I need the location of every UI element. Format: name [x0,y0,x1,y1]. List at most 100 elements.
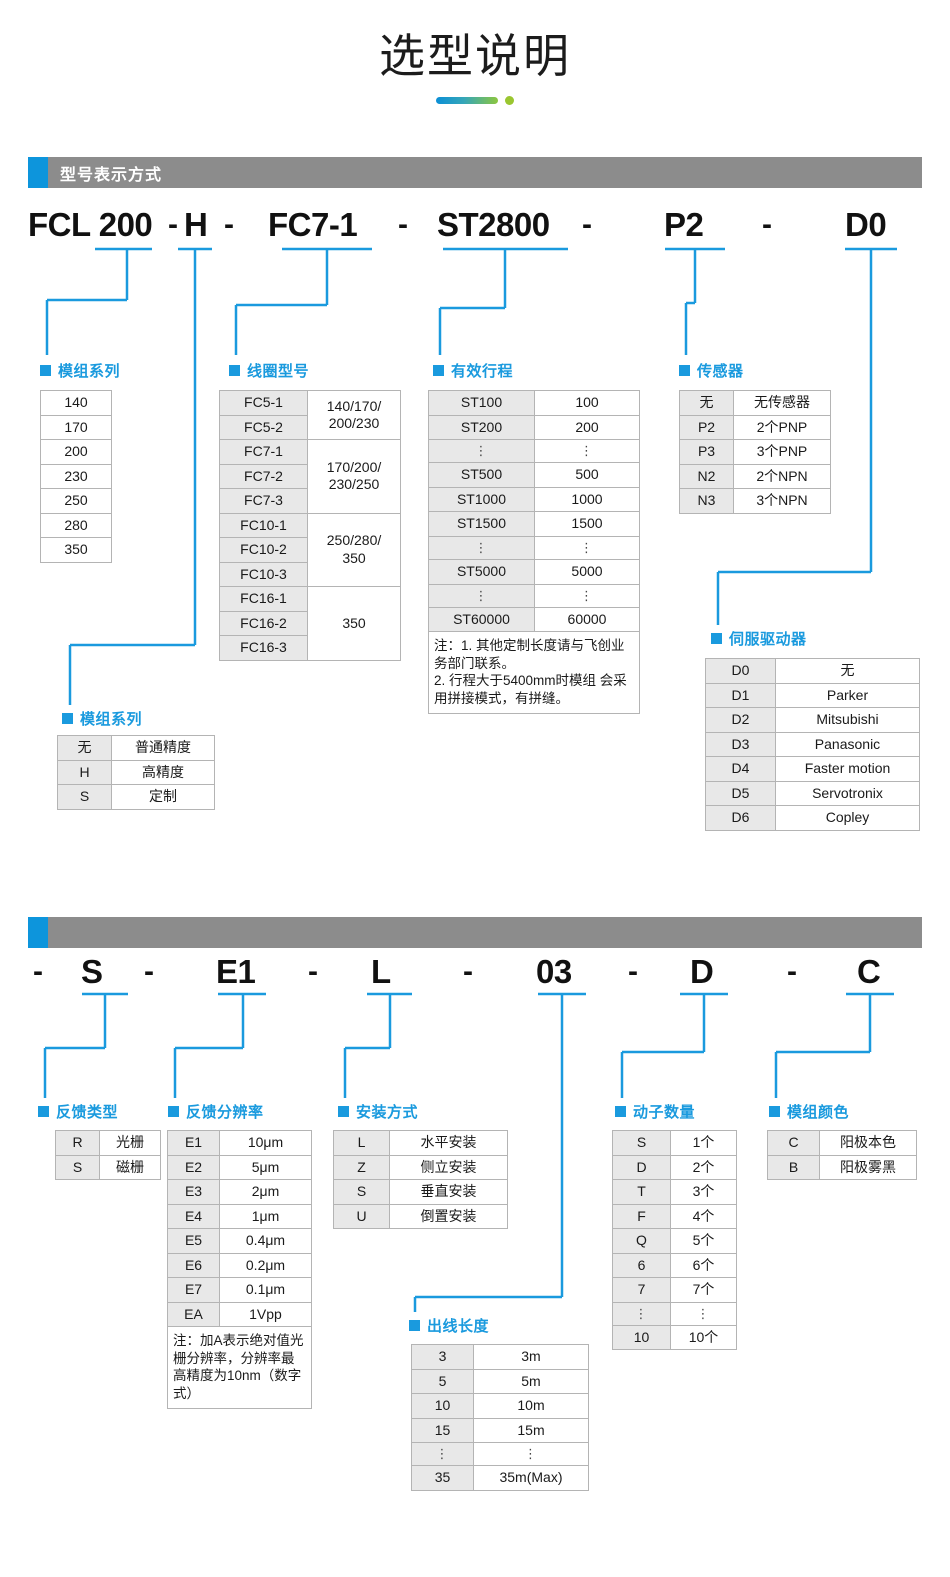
table-row: 无普通精度 [57,735,215,761]
table-cell: 注：加A表示绝对值光栅分辨率，分辨率最高精度为10nm（数字式） [167,1325,312,1410]
table-cell: 1000 [534,486,640,513]
table-cell: 6个 [670,1252,737,1278]
table-cell: FC10-1 [219,512,308,538]
table-cell: 6 [612,1252,671,1278]
table-cell: 侧立安装 [389,1154,508,1180]
code-separator-1: - [168,208,178,241]
table-cell: FC7-1 [219,439,308,465]
table-cell: 35 [411,1465,474,1491]
table-cell: FC16-3 [219,635,308,661]
caption-bullet-icon [62,713,73,724]
caption-sensor: 传感器 [679,360,744,381]
table-row: 200 [40,439,112,465]
table-cell: 10个 [670,1324,737,1351]
table-cell: ⋮ [428,583,535,608]
table-row: 140 [40,390,112,416]
table-cell: ⋮ [670,1301,737,1326]
table-row: FC10-3 [219,561,401,587]
caption-bullet-icon [433,365,444,376]
table-cell: P2 [679,414,734,440]
table-cell: 5m [473,1368,589,1394]
code-token-module: FCL 200 [28,206,153,243]
table-cell: 100 [534,390,640,416]
table-row: 230 [40,463,112,489]
table-row: ⋮⋮ [428,438,640,464]
code-token-sensor: P2 [664,206,704,243]
table-cell: 7个 [670,1277,737,1303]
caption-bullet-icon [40,365,51,376]
caption-precision: 模组系列 [62,708,142,729]
table-cell: ST1500 [428,511,535,537]
table-cell: 2个 [670,1154,737,1180]
table-cell: 250/280/350 [307,512,401,587]
table-cell: ST1000 [428,486,535,513]
table-cell: 500 [534,462,640,488]
table-cell: EA [167,1301,220,1327]
table-cell: 阳极本色 [819,1130,917,1156]
table-cell: 350 [307,586,401,661]
table-note-row: 注：1. 其他定制长度请与飞创业务部门联系。2. 行程大于5400mm时模组 会… [428,631,640,715]
table-cell: ⋮ [534,583,640,608]
table-row: ⋮⋮ [428,583,640,608]
code-separator-2: - [224,208,234,241]
table-cell: ST5000 [428,559,535,585]
caption-module-series: 模组系列 [40,360,120,381]
table-cell: ⋮ [473,1441,589,1467]
table-cell: B [767,1154,820,1180]
table-cell: ⋮ [612,1301,671,1326]
table-cell: D [612,1154,671,1180]
table-cell: 3m [473,1344,589,1370]
caption-text: 动子数量 [633,1104,696,1121]
caption-mover-count: 动子数量 [615,1101,695,1122]
caption-servo-driver: 伺服驱动器 [711,628,807,649]
caption-text: 模组系列 [80,711,143,728]
table-cell: FC5-2 [219,414,308,440]
table-cell: D1 [705,682,776,708]
table-cell: 15 [411,1417,474,1443]
table-cell: 60000 [534,606,640,633]
table-cell: D6 [705,805,776,831]
table-cell: E3 [167,1179,220,1205]
table-row: 250 [40,488,112,514]
table-cell: 5个 [670,1228,737,1254]
table-cell: 3个PNP [733,439,831,465]
table-cell: 10 [411,1393,474,1419]
caption-mounting: 安装方式 [338,1101,418,1122]
table-cell: D4 [705,756,776,782]
table-cell: 5μm [219,1154,312,1180]
table-cell: 高精度 [111,759,215,785]
caption-text: 模组颜色 [787,1104,850,1121]
table-cell: D5 [705,780,776,806]
table-cell: ⋮ [411,1441,474,1467]
table-cell: E1 [167,1130,220,1156]
